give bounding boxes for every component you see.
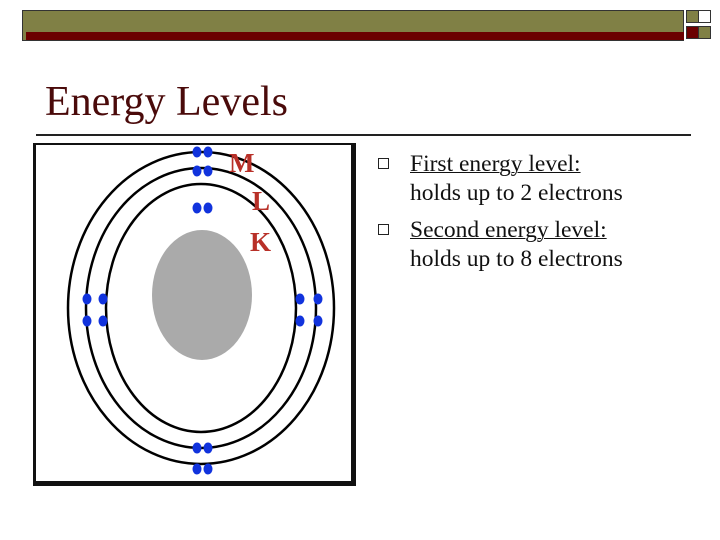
bullet-text: holds up to 8 electrons [410,246,623,272]
bullet-item: First energy level: holds up to 2 electr… [373,150,703,208]
electron [203,442,213,454]
electron [192,165,202,177]
electron [203,202,213,214]
nucleus [152,230,252,360]
electron [295,293,305,305]
electron [295,315,305,327]
electron [98,293,108,305]
shell-label-l: L [252,186,270,216]
electron [192,202,202,214]
electron [203,463,213,475]
top-decoration-bar [22,10,711,41]
corner-square [698,10,711,23]
electron [192,442,202,454]
orbit-k [104,182,298,434]
atom-shell-diagram: M L K [33,143,356,486]
square-bullet-icon [378,158,389,169]
bullet-heading: Second energy level: [410,217,607,243]
electron [203,165,213,177]
electron [98,315,108,327]
top-bar-maroon-strip [26,32,684,40]
electron [192,463,202,475]
square-bullet-icon [378,224,389,235]
shell-label-k: K [250,227,271,257]
shell-label-m: M [229,148,254,178]
atom-svg: M L K [66,146,336,475]
slide-title: Energy Levels [45,79,288,125]
electron [313,293,323,305]
bullet-heading: First energy level: [410,151,581,177]
bullet-text: holds up to 2 electrons [410,180,623,206]
electron [82,293,92,305]
bullet-item: Second energy level: holds up to 8 elect… [373,216,703,274]
bullet-list: First energy level: holds up to 2 electr… [373,150,703,282]
electron [203,146,213,158]
electron [313,315,323,327]
electron [82,315,92,327]
corner-square [698,26,711,39]
electron [192,146,202,158]
title-underline [36,134,691,136]
